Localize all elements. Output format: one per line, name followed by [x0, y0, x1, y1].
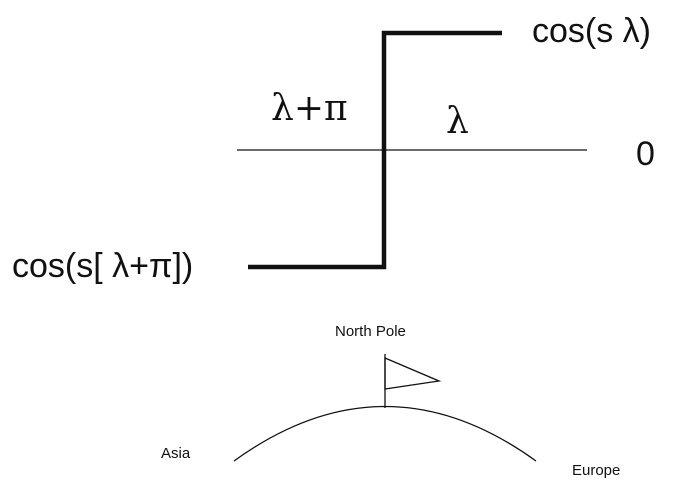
label-cos-s-lambda: cos(s λ): [532, 12, 651, 50]
label-lambda: λ: [446, 101, 469, 142]
label-europe: Europe: [572, 462, 621, 479]
step-function-line: [248, 30, 502, 270]
label-cos-s-lambda-plus-pi: cos(s[ λ+π]): [12, 247, 194, 285]
flag-icon: [384, 357, 442, 390]
label-lambda-plus-pi: λ+π: [271, 88, 348, 129]
label-zero: 0: [636, 135, 655, 173]
globe-arc: [233, 406, 537, 462]
label-asia: Asia: [161, 445, 191, 462]
label-north-pole: North Pole: [335, 323, 406, 340]
